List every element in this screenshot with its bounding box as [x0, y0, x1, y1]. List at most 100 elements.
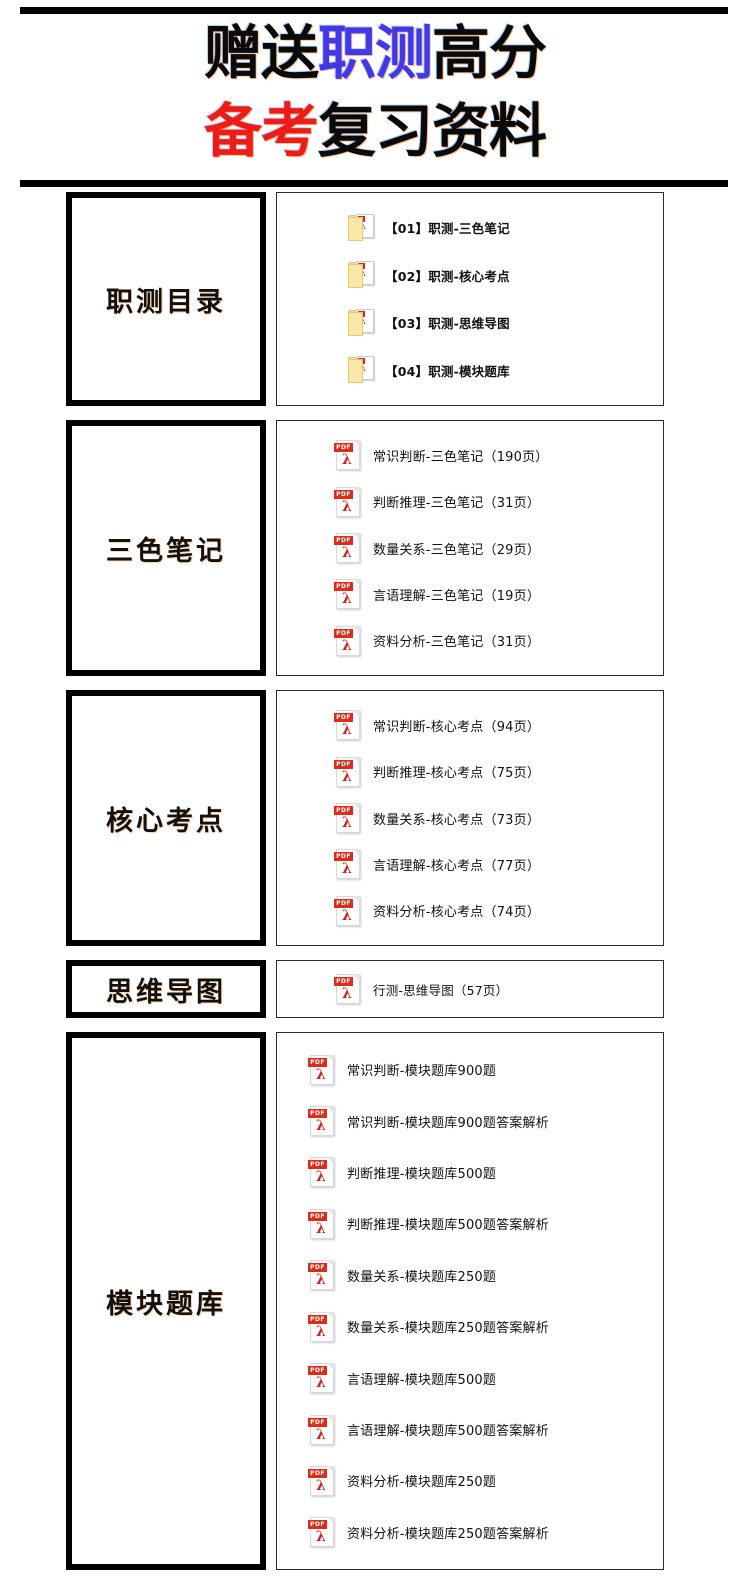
pdf-swoosh-glyph: λ	[342, 545, 352, 561]
file-label: 言语理解-模块题库500题答案解析	[347, 1424, 549, 1440]
pdf-band-label: PDF	[334, 443, 353, 453]
file-label: 判断推理-模块题库500题	[347, 1166, 497, 1182]
pdf-band-label: PDF	[308, 1366, 327, 1376]
category-box-three-color-notes: 三色笔记	[66, 420, 266, 676]
pdf-swoosh-glyph: λ	[316, 1426, 326, 1443]
pdf-band-label: PDF	[334, 489, 353, 499]
pdf-swoosh-glyph: λ	[316, 1375, 326, 1392]
pdf-swoosh-glyph: λ	[342, 591, 352, 608]
title-segment-1: 赠送	[203, 19, 319, 87]
pdf-band-label: PDF	[308, 1109, 327, 1119]
pdf-band-label: PDF	[334, 713, 353, 723]
pdf-band-label: PDF	[308, 1417, 327, 1427]
header-top-rule	[20, 7, 728, 14]
pdf-band-label: PDF	[308, 1314, 327, 1324]
pdf-band-label: PDF	[334, 852, 353, 862]
folder-pdf-icon: λ	[345, 353, 375, 387]
header-title-line-2: 备考复习资料	[0, 92, 750, 170]
pdf-swoosh-glyph: λ	[316, 1169, 326, 1186]
header-title-line-1: 赠送职测高分	[0, 14, 750, 92]
list-item[interactable]: λ 【01】职测-三色笔记	[277, 204, 663, 252]
category-box-directory: 职测目录	[66, 192, 266, 406]
file-label: 判断推理-三色笔记（31页）	[373, 496, 541, 512]
pdf-swoosh-glyph: λ	[342, 498, 352, 515]
pdf-band-label: PDF	[334, 536, 353, 545]
pdf-swoosh-glyph: λ	[342, 637, 352, 654]
pdf-band-label: PDF	[334, 806, 353, 815]
file-label: 言语理解-模块题库500题	[347, 1372, 497, 1388]
sections-container: 职测目录 λ 【01】职测-三色笔记 λ 【02】职测-核心考点 λ 【03】职…	[0, 192, 750, 1584]
folder-pdf-icon: λ	[345, 211, 375, 245]
file-label: 数量关系-三色笔记（29页）	[373, 542, 541, 558]
pdf-band-label: PDF	[334, 898, 353, 908]
file-label: 资料分析-三色笔记（31页）	[373, 635, 541, 651]
folder-pdf-icon: λ	[345, 306, 375, 340]
list-item[interactable]: λ 【03】职测-思维导图	[277, 299, 663, 347]
pdf-swoosh-glyph: λ	[342, 907, 352, 924]
pdf-swoosh-glyph: λ	[342, 722, 352, 739]
list-item[interactable]: λ 【02】职测-核心考点	[277, 252, 663, 300]
pdf-band-label: PDF	[308, 1211, 327, 1221]
file-list-directory: λ 【01】职测-三色笔记 λ 【02】职测-核心考点 λ 【03】职测-思维导…	[276, 192, 664, 406]
pdf-band-label: PDF	[334, 977, 353, 986]
file-label: 【04】职测-模块题库	[385, 363, 510, 379]
file-label: 判断推理-模块题库500题答案解析	[347, 1218, 549, 1234]
category-box-mind-map: 思维导图	[66, 960, 266, 1018]
file-label: 常识判断-核心考点（94页）	[373, 719, 541, 735]
file-label: 数量关系-模块题库250题	[347, 1269, 497, 1285]
title-segment-5: 复习资料	[318, 97, 547, 165]
pdf-swoosh-glyph: λ	[342, 452, 352, 469]
category-label: 模块题库	[106, 1288, 226, 1320]
pdf-band-label: PDF	[308, 1520, 327, 1530]
pdf-swoosh-glyph: λ	[316, 1529, 326, 1546]
title-segment-2: 职测	[317, 19, 433, 87]
list-item[interactable]: λ 【04】职测-模块题库	[277, 347, 663, 395]
promo-header: 赠送职测高分 备考复习资料	[0, 0, 750, 190]
file-label: 【02】职测-核心考点	[385, 268, 510, 284]
file-label: 资料分析-模块题库250题答案解析	[347, 1526, 549, 1542]
file-label: 资料分析-模块题库250题	[347, 1475, 497, 1491]
category-label: 职测目录	[106, 286, 226, 318]
file-label: 数量关系-核心考点（73页）	[373, 812, 541, 828]
file-label: 资料分析-核心考点（74页）	[373, 905, 541, 921]
file-label: 行测-思维导图（57页）	[373, 982, 509, 998]
file-label: 言语理解-核心考点（77页）	[373, 858, 541, 874]
